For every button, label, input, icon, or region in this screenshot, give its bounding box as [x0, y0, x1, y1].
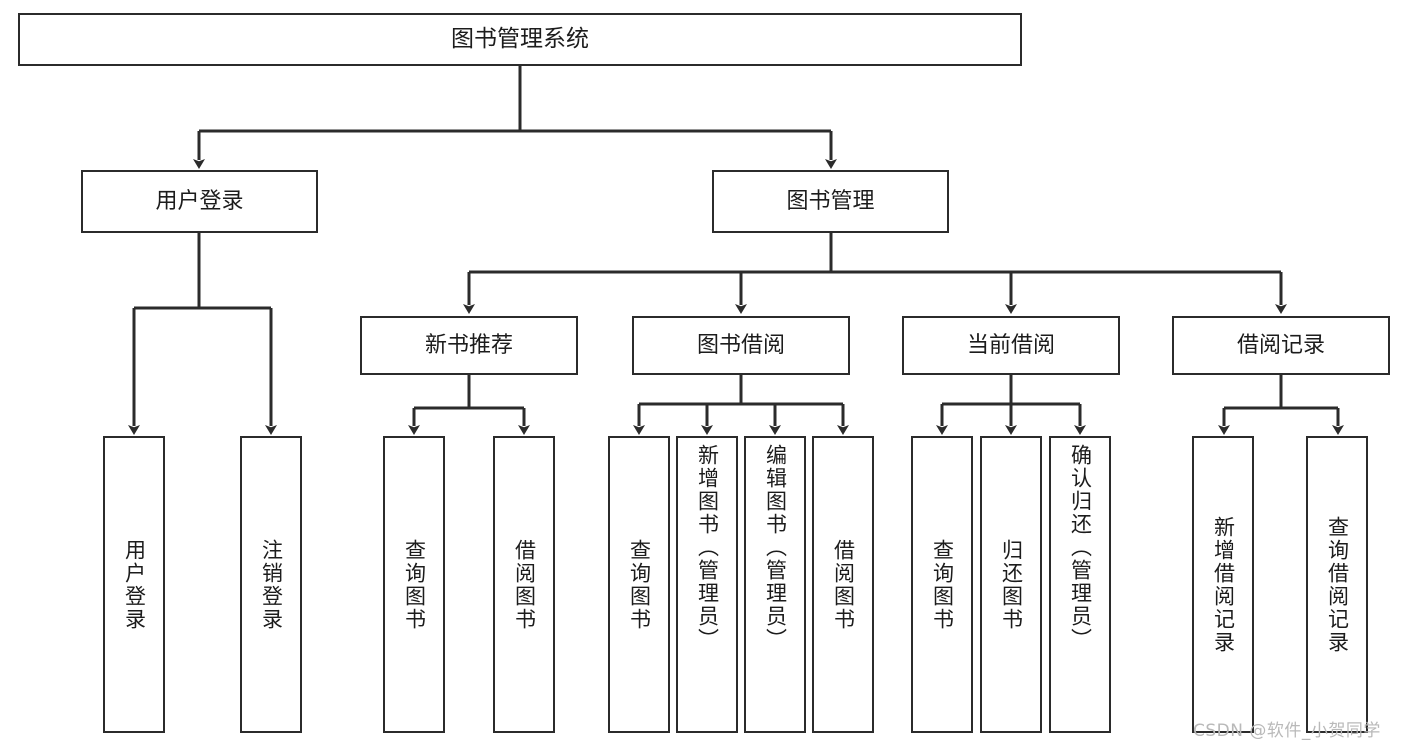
node-root-system[interactable]: 图书管理系统	[18, 13, 1022, 66]
node-label: 确认归还（管理员）	[1068, 444, 1093, 651]
leaf-edit-book[interactable]: 编辑图书（管理员）	[744, 436, 806, 733]
leaf-query-borrow-record[interactable]: 查询借阅记录	[1306, 436, 1368, 733]
csdn-watermark: CSDN @软件_小贺同学	[1193, 721, 1381, 741]
node-label: 新书推荐	[424, 332, 513, 358]
node-label: 借阅记录	[1236, 332, 1325, 358]
node-label: 借阅图书	[512, 538, 537, 631]
leaf-confirm-return[interactable]: 确认归还（管理员）	[1049, 436, 1111, 733]
leaf-query-book-recommend[interactable]: 查询图书	[383, 436, 445, 733]
node-book-management[interactable]: 图书管理	[712, 170, 949, 233]
leaf-return-book[interactable]: 归还图书	[980, 436, 1042, 733]
node-label: 查询图书	[627, 538, 652, 631]
leaf-user-logout[interactable]: 注销登录	[240, 436, 302, 733]
node-label: 用户登录	[122, 538, 147, 631]
node-label: 注销登录	[259, 538, 284, 631]
node-label: 图书借阅	[696, 332, 785, 358]
node-label: 编辑图书（管理员）	[763, 444, 788, 651]
node-label: 图书管理系统	[451, 25, 589, 52]
leaf-borrow-book[interactable]: 借阅图书	[812, 436, 874, 733]
node-label: 图书管理	[786, 188, 875, 214]
node-book-borrow[interactable]: 图书借阅	[632, 316, 850, 375]
node-current-borrow[interactable]: 当前借阅	[902, 316, 1120, 375]
node-label: 归还图书	[999, 538, 1024, 631]
leaf-query-book-borrow[interactable]: 查询图书	[608, 436, 670, 733]
node-user-login[interactable]: 用户登录	[81, 170, 318, 233]
node-label: 查询图书	[402, 538, 427, 631]
leaf-query-book-current[interactable]: 查询图书	[911, 436, 973, 733]
node-label: 借阅图书	[831, 538, 856, 631]
node-new-book-recommend[interactable]: 新书推荐	[360, 316, 578, 375]
leaf-add-book[interactable]: 新增图书（管理员）	[676, 436, 738, 733]
node-borrow-record[interactable]: 借阅记录	[1172, 316, 1390, 375]
node-label: 当前借阅	[966, 332, 1055, 358]
leaf-add-borrow-record[interactable]: 新增借阅记录	[1192, 436, 1254, 733]
node-label: 新增图书（管理员）	[695, 444, 720, 651]
node-label: 用户登录	[155, 188, 244, 214]
leaf-user-login[interactable]: 用户登录	[103, 436, 165, 733]
leaf-borrow-book-recommend[interactable]: 借阅图书	[493, 436, 555, 733]
node-label: 新增借阅记录	[1211, 515, 1236, 654]
node-label: 查询图书	[930, 538, 955, 631]
node-label: 查询借阅记录	[1325, 515, 1350, 654]
